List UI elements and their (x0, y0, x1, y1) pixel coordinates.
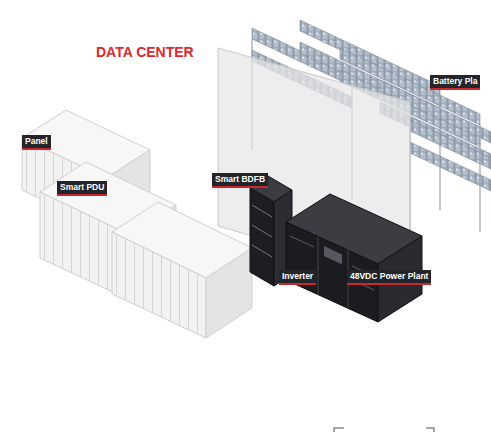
component-tag: 48VDC Power Plant (347, 270, 431, 285)
component-tag: Smart BDFB (212, 173, 268, 188)
power-cabinet (286, 194, 422, 322)
component-tag: Inverter (279, 270, 316, 285)
component-tag: Battery Pla (430, 75, 480, 90)
edge-marks (334, 428, 434, 432)
rack-row (112, 202, 252, 338)
component-tag: Smart PDU (57, 181, 107, 196)
component-tag: Panel (22, 135, 51, 150)
diagram-title: DATA CENTER (96, 44, 194, 60)
